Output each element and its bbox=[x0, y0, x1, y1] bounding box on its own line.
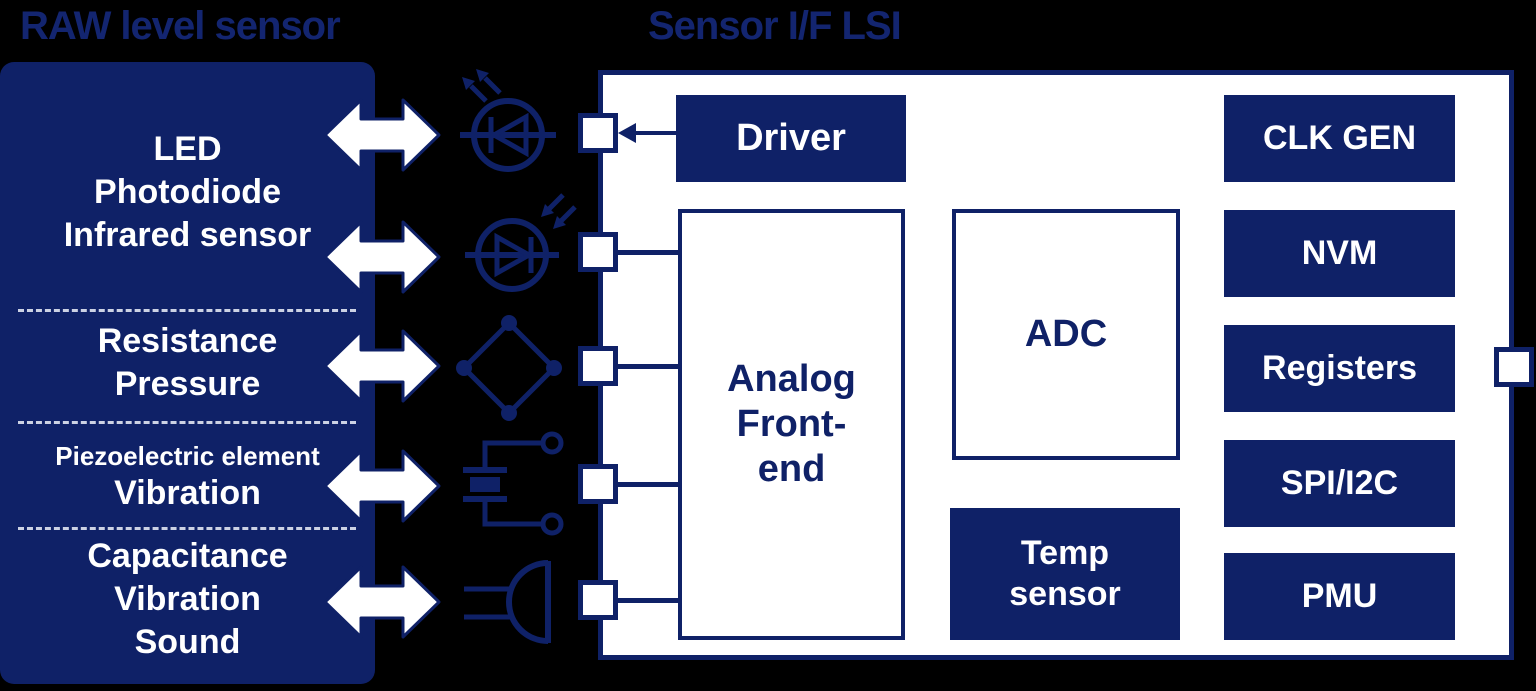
sensor-label: Infrared sensor bbox=[63, 216, 312, 254]
sensor-label: Vibration bbox=[114, 474, 261, 512]
nvm-label: NVM bbox=[1301, 234, 1378, 272]
bidirectional-arrow bbox=[323, 565, 441, 639]
sensor-label: Sound bbox=[134, 623, 241, 661]
registers-block: Registers bbox=[1224, 325, 1455, 412]
clk-gen-block: CLK GEN bbox=[1224, 95, 1455, 182]
dashed-separator bbox=[18, 421, 356, 424]
pin-square bbox=[578, 346, 618, 386]
temp-sensor-label-line: Temp bbox=[1020, 534, 1110, 572]
bidirectional-arrow bbox=[323, 98, 441, 172]
microphone-icon bbox=[464, 560, 551, 644]
pin-wire bbox=[616, 364, 680, 369]
pin-square bbox=[578, 464, 618, 504]
sensor-label: Piezoelectric element bbox=[55, 441, 320, 471]
afe-label-line: Analog bbox=[727, 358, 856, 400]
adc-label: ADC bbox=[1024, 313, 1108, 355]
pin-square bbox=[578, 580, 618, 620]
pmu-label: PMU bbox=[1301, 577, 1378, 615]
wheatstone-bridge-icon bbox=[456, 315, 562, 421]
sensor-label: Photodiode bbox=[94, 173, 281, 211]
sensor-group-resistive: Resistance Pressure bbox=[0, 320, 375, 406]
clk-gen-label: CLK GEN bbox=[1263, 119, 1416, 157]
sensor-label: Resistance bbox=[97, 322, 278, 360]
registers-label: Registers bbox=[1262, 349, 1417, 387]
bidirectional-arrow bbox=[323, 329, 441, 403]
right-title: Sensor I/F LSI bbox=[648, 4, 902, 48]
spi-i2c-label: SPI/I2C bbox=[1280, 464, 1399, 502]
afe-label-line: Front- bbox=[736, 403, 847, 445]
sensor-label: LED bbox=[153, 130, 222, 168]
driver-label: Driver bbox=[736, 117, 846, 159]
bidirectional-arrow bbox=[323, 449, 441, 523]
temp-sensor-label-line: sensor bbox=[1009, 575, 1121, 613]
dashed-separator bbox=[18, 527, 356, 530]
nvm-block: NVM bbox=[1224, 210, 1455, 297]
temp-sensor-block: Temp sensor bbox=[950, 508, 1180, 640]
pmu-block: PMU bbox=[1224, 553, 1455, 640]
pin-wire bbox=[616, 598, 680, 603]
pin-square bbox=[578, 232, 618, 272]
pin-square bbox=[578, 113, 618, 153]
sensor-label: Capacitance bbox=[87, 537, 288, 575]
spi-i2c-block: SPI/I2C bbox=[1224, 440, 1455, 527]
pin-wire bbox=[616, 250, 680, 255]
left-title: RAW level sensor bbox=[20, 4, 341, 48]
driver-block: Driver bbox=[676, 95, 906, 182]
sensor-group-optical: LED Photodiode Infrared sensor bbox=[0, 128, 375, 257]
sensor-label: Pressure bbox=[114, 365, 261, 403]
adc-block: ADC bbox=[952, 209, 1180, 460]
led-icon bbox=[460, 69, 556, 172]
analog-front-end-block: Analog Front- end bbox=[678, 209, 905, 640]
pin-square bbox=[1494, 347, 1534, 387]
photodiode-icon bbox=[465, 193, 577, 292]
piezoelectric-element-icon bbox=[463, 431, 564, 536]
pin-wire bbox=[616, 482, 680, 487]
raw-level-sensor-panel bbox=[0, 62, 375, 684]
sensor-group-piezo: Piezoelectric element Vibration bbox=[0, 441, 375, 515]
afe-label-line: end bbox=[757, 448, 826, 490]
bidirectional-arrow bbox=[323, 220, 441, 294]
sensor-label: Vibration bbox=[114, 580, 261, 618]
dashed-separator bbox=[18, 309, 356, 312]
driver-output-arrow bbox=[618, 123, 678, 143]
sensor-group-capacitive: Capacitance Vibration Sound bbox=[0, 535, 375, 664]
